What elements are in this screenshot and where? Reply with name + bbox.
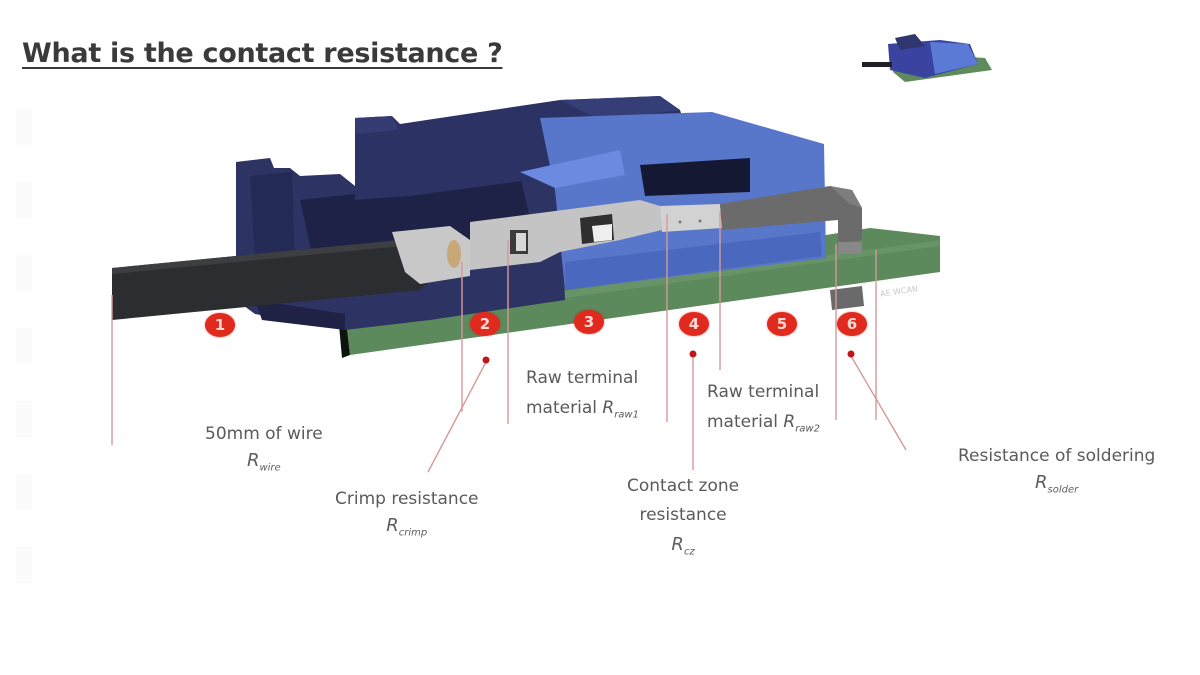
label-crimp: Crimp resistance Rcrimp [335,486,479,541]
badge-1: 1 [205,313,235,337]
symbol-r-crimp: Rcrimp [386,515,428,539]
badge-3: 3 [574,310,604,334]
header-pin [720,186,864,310]
symbol-r-raw2: Rraw2 [783,411,820,435]
badge-6: 6 [837,312,867,336]
label-contact-zone: Contact zone resistance Rcz [627,472,739,560]
symbol-r-solder: Rsolder [1035,472,1079,496]
badge-2: 2 [470,312,500,336]
leader-dots [482,350,855,364]
wire [112,238,432,320]
leader-lines [111,212,907,473]
terminal [392,200,722,284]
label-raw-terminal-1: Raw terminal material Rraw1 [526,368,639,421]
slide-title: What is the contact resistance ? [22,38,503,69]
label-raw-terminal-2: Raw terminal material Rraw2 [707,382,820,435]
symbol-r-wire: Rwire [246,450,281,474]
slide-margin-marks [16,109,32,620]
symbol-r-raw1: Rraw1 [602,397,639,421]
housing-front [520,112,826,290]
badge-4: 4 [679,312,709,336]
label-wire: 50mm of wire Rwire [205,421,323,476]
symbol-r-cz: Rcz [671,533,695,558]
label-soldering: Resistance of soldering Rsolder [958,443,1155,498]
connector-thumbnail [862,34,992,82]
badge-5: 5 [767,312,797,336]
